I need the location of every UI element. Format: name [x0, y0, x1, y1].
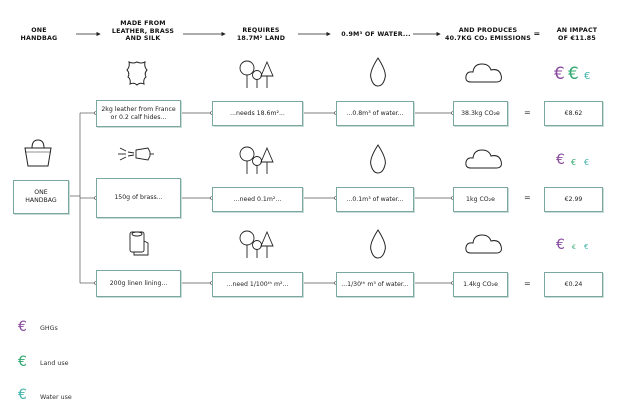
linen-roll-icon	[129, 231, 149, 256]
header-text: AN IMPACT	[556, 27, 598, 34]
impact-text: €8.62	[564, 109, 583, 117]
water-box: ...1/30ᵗʰ m³ of water...	[336, 272, 414, 297]
legend-ghg-icon: €	[18, 319, 27, 335]
equals-sign: =	[524, 108, 531, 117]
header-text: 18.7M² LAND	[236, 34, 286, 42]
impact-box: €2.99	[544, 187, 603, 212]
land-text: ...need 0.1m²...	[233, 195, 282, 203]
water-text: ...0.1m³ of water...	[346, 195, 404, 203]
header-water: 0.9M³ OF WATER...	[338, 31, 414, 39]
header-requires-land: REQUIRES 18.7M² LAND	[226, 27, 296, 42]
source-label: HANDBAG	[25, 197, 57, 204]
legend-ghg-label: GHGs	[40, 325, 58, 332]
impact-box: €8.62	[544, 101, 603, 126]
co2-text: 1.4kg CO₂e	[463, 280, 498, 288]
legend-land-icon: €	[18, 354, 27, 370]
euro-land-icon: €	[568, 64, 579, 84]
legend-water-icon: €	[18, 387, 27, 403]
header-text: REQUIRES	[242, 27, 280, 34]
cloud-icon	[465, 63, 502, 83]
co2-box: 1kg CO₂e	[453, 187, 508, 212]
header-equals: =	[533, 29, 541, 38]
land-box: ...need 1/100ᵗʰ m²...	[212, 272, 303, 297]
co2-text: 1kg CO₂e	[466, 195, 495, 203]
water-text: ...0.8m³ of water...	[346, 109, 404, 117]
header-text: ONE	[31, 27, 47, 34]
euro-ghg-icon: €	[556, 237, 565, 253]
material-box: 2kg leather from France or 0.2 calf hide…	[96, 100, 181, 127]
impact-text: €0.24	[564, 280, 583, 288]
leather-hide-icon	[126, 61, 148, 86]
water-drop-icon	[370, 144, 386, 174]
euro-water-icon: €	[584, 243, 589, 251]
euro-ghg-icon: €	[556, 152, 565, 168]
water-text: ...1/30ᵗʰ m³ of water...	[341, 280, 409, 288]
trees-icon	[239, 146, 274, 174]
land-text: ...needs 18.6m²...	[230, 109, 285, 117]
header-text: 40.7KG CO₂ EMISSIONS	[445, 34, 531, 42]
land-box: ...need 0.1m²...	[212, 187, 303, 212]
header-one-handbag: ONE HANDBAG	[18, 27, 60, 42]
euro-ghg-icon: €	[554, 64, 565, 84]
header-impact: AN IMPACT OF €11.85	[550, 27, 604, 42]
header-made-from: MADE FROM LEATHER, BRASS AND SILK	[108, 20, 178, 43]
land-text: ...need 1/100ᵗʰ m²...	[226, 280, 289, 288]
source-handbag-box: ONE HANDBAG	[13, 180, 69, 214]
water-drop-icon	[370, 229, 386, 259]
header-text: 0.9M³ OF WATER...	[341, 31, 411, 38]
header-text: MADE FROM	[120, 20, 166, 27]
euro-land-icon: €	[572, 244, 576, 251]
header-text: HANDBAG	[20, 34, 58, 42]
header-text: AND SILK	[125, 35, 161, 42]
cloud-icon	[465, 234, 502, 254]
equals-sign: =	[524, 193, 531, 202]
euro-water-icon: €	[584, 71, 591, 82]
material-text: 150g of brass...	[114, 194, 163, 201]
co2-box: 38.3kg CO₂e	[453, 101, 508, 126]
trees-icon	[239, 230, 274, 258]
land-box: ...needs 18.6m²...	[212, 101, 303, 126]
header-produces: AND PRODUCES 40.7KG CO₂ EMISSIONS	[442, 27, 534, 42]
euro-water-icon: €	[584, 158, 590, 167]
co2-box: 1.4kg CO₂e	[453, 272, 508, 297]
water-box: ...0.8m³ of water...	[336, 101, 414, 126]
trees-icon	[239, 60, 274, 88]
material-text: 200g linen lining...	[109, 279, 168, 287]
euro-land-icon: €	[571, 158, 577, 167]
material-box: 200g linen lining...	[96, 270, 181, 297]
header-text: AND PRODUCES	[458, 27, 518, 34]
handbag-icon	[24, 139, 52, 167]
equals-sign: =	[524, 279, 531, 288]
impact-text: €2.99	[564, 195, 583, 203]
water-drop-icon	[370, 57, 386, 87]
source-label: ONE	[34, 189, 48, 196]
brass-tap-icon	[118, 147, 154, 161]
header-text: LEATHER, BRASS	[111, 27, 175, 35]
co2-text: 38.3kg CO₂e	[461, 109, 500, 117]
header-text: OF €11.85	[558, 34, 596, 42]
impact-box: €0.24	[544, 272, 603, 297]
legend-water-label: Water use	[40, 394, 72, 401]
cloud-icon	[465, 149, 502, 169]
water-box: ...0.1m³ of water...	[336, 187, 414, 212]
legend-land-label: Land use	[40, 360, 69, 367]
material-box: 150g of brass...	[96, 178, 181, 218]
material-text: 2kg leather from France or 0.2 calf hide…	[101, 105, 176, 121]
